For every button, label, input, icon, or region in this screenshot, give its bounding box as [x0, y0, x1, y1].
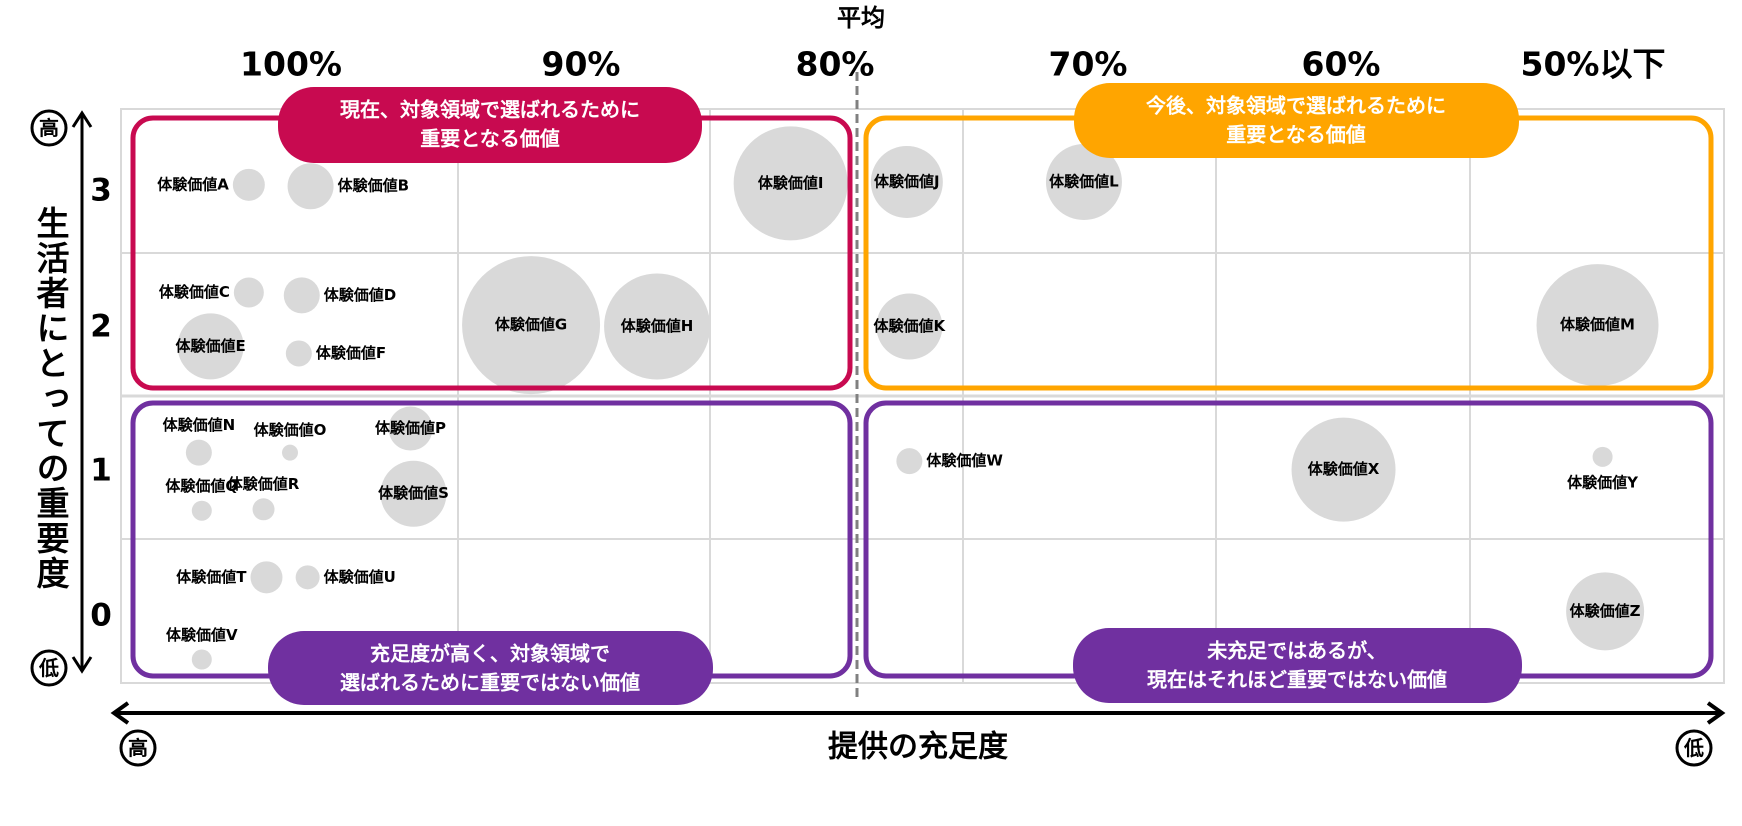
y-tick-label: 1 [90, 453, 112, 489]
average-label: 平均 [837, 4, 885, 32]
bubble [388, 406, 433, 451]
quadrant-label-satisfied-not-important: 充足度が高く、対象領域で 選ばれるために重要ではない価値 [268, 631, 713, 705]
svg-text:高: 高 [39, 116, 59, 140]
y-axis-title: 生活者にとっての重要度 [31, 205, 70, 591]
y-tick-label: 2 [90, 309, 112, 345]
bubble [604, 273, 711, 380]
bubble [896, 448, 923, 475]
svg-text:重要となる価値: 重要となる価値 [1226, 123, 1365, 147]
bubble-label: 体験価値Q [165, 477, 238, 495]
bubble-label: 体験価値C [159, 283, 230, 301]
bubble-label: 体験価値P [375, 419, 446, 437]
bubble-label: 体験価値J [874, 172, 940, 190]
bubble [191, 500, 212, 521]
quadrant-label-future-important: 今後、対象領域で選ばれるために 重要となる価値 [1074, 83, 1519, 158]
bubble [250, 561, 283, 594]
bubble [876, 293, 943, 360]
bubble-label: 体験価値A [157, 175, 229, 193]
svg-text:充足度が高く、対象領域で: 充足度が高く、対象領域で [370, 642, 610, 666]
bubble-label: 体験価値K [874, 317, 947, 335]
bubble-label: 体験価値U [324, 568, 396, 586]
bubble-label: 体験価値V [166, 626, 238, 644]
bubble-label: 体験価値R [228, 475, 300, 493]
svg-text:低: 低 [38, 656, 59, 680]
x-tick-label: 100% [240, 45, 342, 84]
bubble [177, 313, 244, 380]
grid [120, 108, 1725, 684]
y-high-marker: 高 [30, 109, 68, 147]
bubble [282, 444, 298, 461]
x-tick-label: 70% [1049, 45, 1128, 84]
svg-text:選ばれるために重要ではない価値: 選ばれるために重要ではない価値 [340, 671, 640, 695]
bubble [252, 498, 275, 521]
bubble-label: 体験価値L [1049, 172, 1119, 190]
bubble [1045, 143, 1122, 220]
bubble-label: 体験価値I [758, 174, 824, 192]
svg-text:未充足ではあるが、: 未充足ではあるが、 [1207, 639, 1387, 663]
svg-text:高: 高 [128, 736, 148, 760]
bubble-label: 体験価値X [1308, 460, 1380, 478]
y-low-marker: 低 [30, 649, 68, 687]
svg-text:重要となる価値: 重要となる価値 [420, 127, 559, 151]
bubble-label: 体験価値Y [1567, 473, 1639, 491]
bubble [1536, 264, 1659, 387]
x-tick-label: 90% [542, 45, 621, 84]
bubble [185, 439, 212, 466]
bubble [287, 163, 334, 210]
bubble-label: 体験価値S [378, 484, 449, 502]
bubble-label: 体験価値T [176, 568, 247, 586]
bubble [462, 256, 601, 395]
bubble [1566, 572, 1645, 651]
x-high-marker: 高 [119, 729, 157, 767]
bubble [1592, 446, 1613, 467]
bubble [191, 649, 212, 670]
bubble [1291, 417, 1396, 522]
x-tick-label: 80% [796, 45, 875, 84]
bubble [283, 277, 320, 314]
x-axis-title: 提供の充足度 [828, 730, 1008, 765]
y-tick-label: 0 [90, 598, 112, 634]
bubble-label: 体験価値M [1560, 316, 1635, 334]
bubble [380, 460, 447, 527]
svg-text:低: 低 [1683, 736, 1704, 760]
bubble [733, 126, 848, 241]
bubble [870, 145, 943, 218]
bubble [285, 340, 312, 367]
bubble [233, 277, 264, 308]
bubble-label: 体験価値O [254, 421, 327, 439]
svg-text:現在はそれほど重要ではない価値: 現在はそれほど重要ではない価値 [1147, 668, 1447, 692]
bubble-label: 体験価値G [495, 316, 567, 334]
svg-text:今後、対象領域で選ばれるために: 今後、対象領域で選ばれるために [1146, 94, 1446, 118]
x-tick-label: 60% [1302, 45, 1381, 84]
x-tick-label: 50%以下 [1521, 45, 1666, 84]
svg-text:現在、対象領域で選ばれるために: 現在、対象領域で選ばれるために [340, 98, 640, 122]
bubble-label: 体験価値F [316, 344, 386, 362]
bubble [232, 168, 265, 201]
x-axis-arrow [110, 701, 1726, 725]
bubbles: 体験価値A 体験価値B 体験価値C 体験価値D 体験価値E 体験価値F 体験価値G 体験価値H… [157, 126, 1659, 670]
bubble-label: 体験価値D [324, 286, 396, 304]
bubble-label: 体験価値E [175, 337, 245, 355]
bubble [295, 565, 320, 590]
y-axis-arrow [71, 110, 93, 674]
bubble-label: 体験価値H [621, 317, 694, 335]
y-tick-label: 3 [90, 173, 112, 209]
bubble-label: 体験価値B [338, 177, 409, 195]
x-low-marker: 低 [1675, 729, 1713, 767]
bubble-label: 体験価値N [163, 416, 236, 434]
quadrant-label-current-important: 現在、対象領域で選ばれるために 重要となる価値 [278, 87, 702, 163]
quadrant-label-unsatisfied-not-important: 未充足ではあるが、 現在はそれほど重要ではない価値 [1073, 628, 1522, 703]
bubble-label: 体験価値Z [1570, 602, 1641, 620]
bubble-label: 体験価値W [926, 452, 1003, 470]
